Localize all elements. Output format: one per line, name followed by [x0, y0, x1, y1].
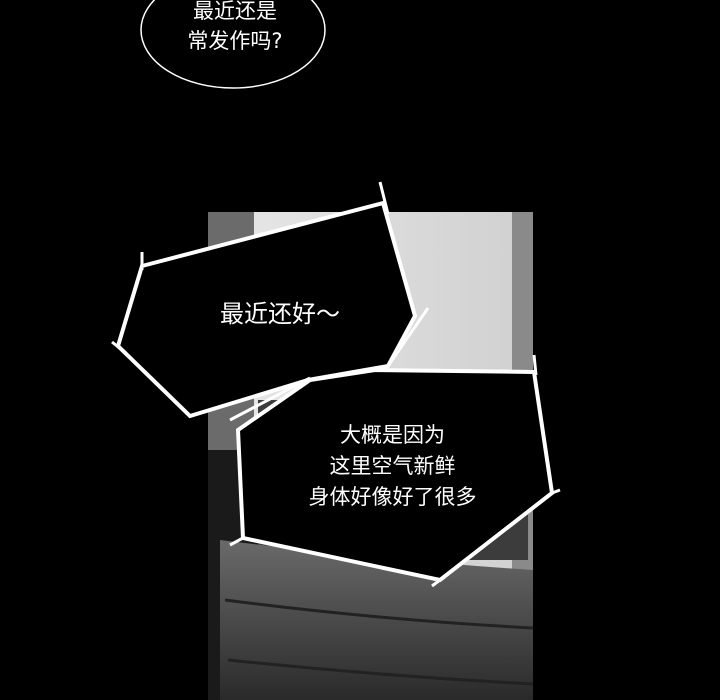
- speech-bubble-top: [140, 0, 326, 89]
- speech-bubble-bottom: [235, 367, 555, 583]
- speech-line: 这里空气新鲜: [329, 454, 456, 478]
- speech-line: 常发作吗?: [187, 29, 283, 53]
- speech-text-bottom: 大概是因为 这里空气新鲜 身体好像好了很多: [280, 420, 505, 513]
- speech-line: 最近还是: [193, 0, 277, 23]
- speech-line: 最近还好～: [220, 300, 340, 328]
- speech-text-middle: 最近还好～: [195, 297, 365, 331]
- speech-text-top: 最近还是 常发作吗?: [150, 0, 320, 56]
- speech-line: 身体好像好了很多: [308, 485, 477, 509]
- speech-line: 大概是因为: [340, 423, 445, 447]
